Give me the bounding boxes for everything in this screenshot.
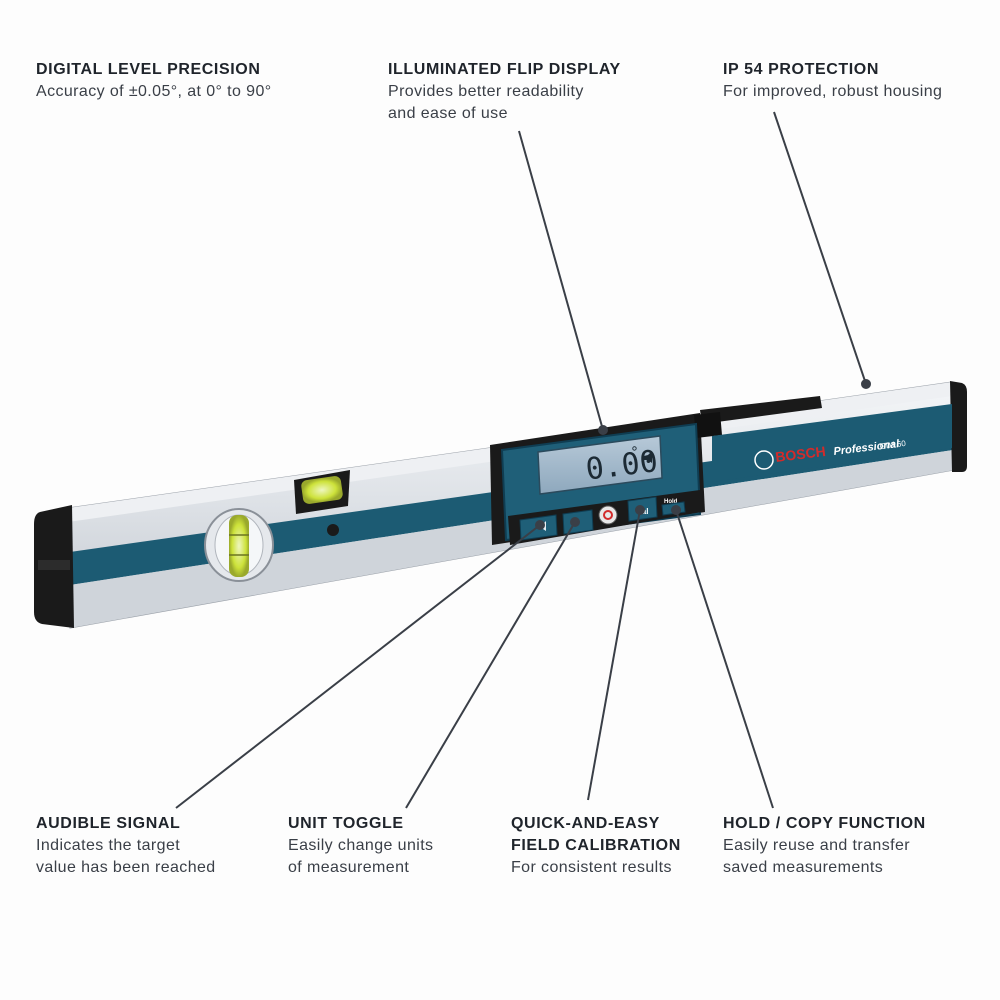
callout-desc: For consistent results	[511, 859, 672, 876]
callout-desc: Indicates the target value has been reac…	[36, 837, 216, 876]
callout-desc: Easily reuse and transfer saved measurem…	[723, 837, 910, 876]
lcd-screen	[537, 435, 663, 495]
callout-title: QUICK-AND-EASY FIELD CALIBRATION	[511, 815, 681, 854]
callout-title: ILLUMINATED FLIP DISPLAY	[388, 61, 621, 78]
callout-unit-toggle: UNIT TOGGLE Easily change units of measu…	[288, 813, 433, 879]
callout-title: IP 54 PROTECTION	[723, 61, 880, 78]
callout-flip-display: ILLUMINATED FLIP DISPLAY Provides better…	[388, 59, 621, 125]
callout-field-calibration: QUICK-AND-EASY FIELD CALIBRATION For con…	[511, 813, 681, 879]
callout-audible-signal: AUDIBLE SIGNAL Indicates the target valu…	[36, 813, 216, 879]
callout-desc: Accuracy of ±0.05°, at 0° to 90°	[36, 83, 272, 100]
brand-name: BOSCH	[774, 443, 826, 465]
display-reading: 0.00	[584, 444, 660, 488]
bosch-logo-icon	[754, 450, 774, 470]
callout-desc: For improved, robust housing	[723, 83, 943, 100]
callout-title: AUDIBLE SIGNAL	[36, 815, 181, 832]
leader-lines	[175, 111, 871, 809]
round-bubble-vial	[204, 508, 274, 582]
callout-title: UNIT TOGGLE	[288, 815, 404, 832]
callout-digital-level: DIGITAL LEVEL PRECISION Accuracy of ±0.0…	[36, 59, 272, 103]
hold-label: Hold	[664, 499, 678, 505]
callout-title: HOLD / COPY FUNCTION	[723, 815, 926, 832]
callout-title: DIGITAL LEVEL PRECISION	[36, 61, 261, 78]
model-name: GIM 60	[879, 439, 907, 451]
callout-desc: Easily change units of measurement	[288, 837, 434, 876]
top-bubble-vial	[294, 470, 350, 536]
callout-hold-copy: HOLD / COPY FUNCTION Easily reuse and tr…	[723, 813, 926, 879]
callout-ip-protection: IP 54 PROTECTION For improved, robust ho…	[723, 59, 942, 103]
callout-desc: Provides better readability and ease of …	[388, 83, 584, 122]
brand-panel: BOSCH Professional GIM 60	[712, 404, 952, 482]
display-unit: °	[631, 444, 640, 461]
right-end-cap	[950, 381, 967, 472]
left-end-cap	[34, 505, 74, 628]
power-button[interactable]	[598, 505, 618, 525]
